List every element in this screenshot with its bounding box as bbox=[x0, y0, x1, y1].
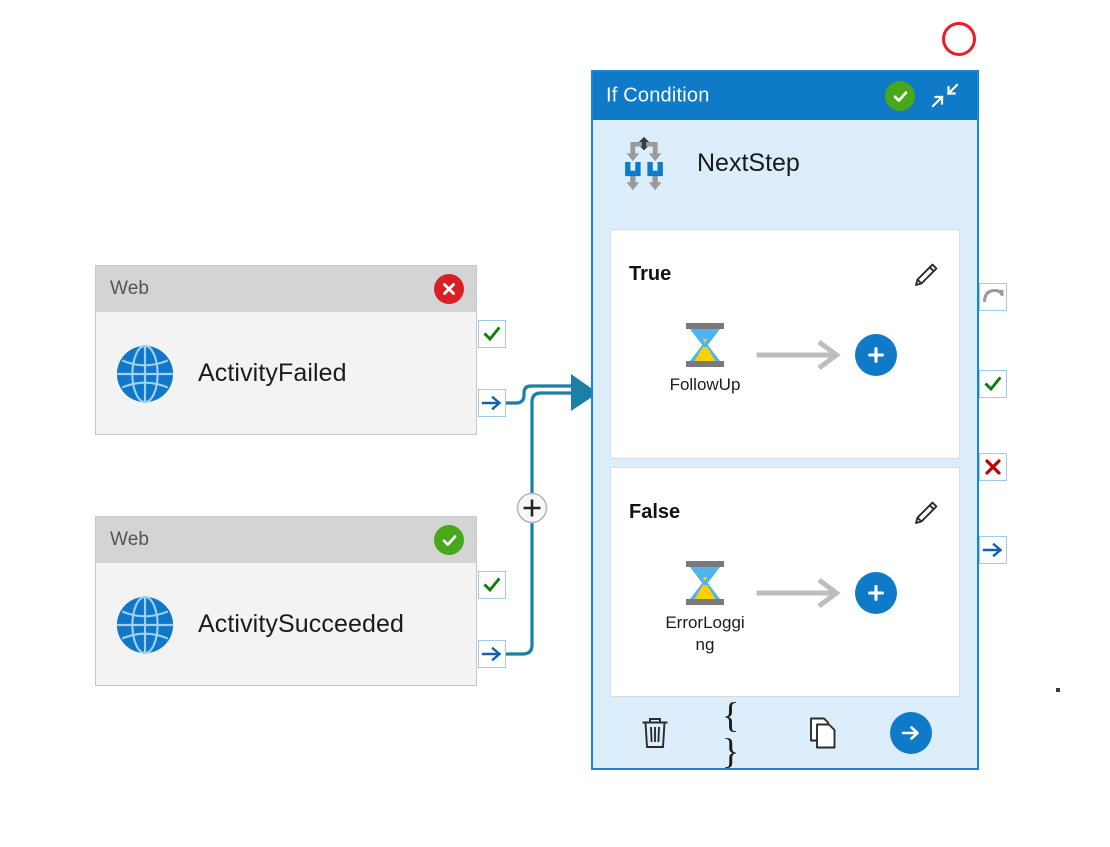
link-add-node[interactable] bbox=[516, 492, 548, 524]
plus-icon bbox=[516, 492, 548, 524]
activity-card-body: ActivityFailed bbox=[96, 312, 476, 435]
activity-failed-completion-handle[interactable] bbox=[478, 389, 506, 417]
red-circle-marker bbox=[942, 22, 976, 56]
if-condition-toolbar: { } bbox=[593, 697, 977, 769]
copy-icon bbox=[810, 717, 836, 749]
plus-icon bbox=[868, 585, 884, 601]
globe-icon bbox=[116, 344, 174, 403]
branch-label: False bbox=[629, 501, 681, 523]
arrow-right-circle-icon bbox=[901, 726, 919, 740]
branch-step-label: ErrorLogging bbox=[665, 613, 745, 654]
blue-arrow-icon bbox=[481, 646, 502, 662]
long-arrow-icon bbox=[756, 578, 841, 608]
branch-label: True bbox=[629, 263, 672, 285]
activity-card-activity-failed[interactable]: Web ActivityFailed bbox=[95, 265, 477, 435]
collapse-arrows-icon bbox=[931, 83, 959, 108]
if-condition-branch-icon bbox=[625, 136, 663, 191]
error-badge bbox=[434, 274, 464, 304]
pencil-icon bbox=[915, 263, 938, 286]
curly-braces-icon: { } bbox=[722, 695, 740, 771]
activity-card-body: ActivitySucceeded bbox=[96, 563, 476, 686]
hourglass-icon bbox=[686, 561, 724, 605]
hourglass-icon bbox=[686, 323, 724, 367]
blue-arrow-icon bbox=[982, 542, 1003, 558]
activity-succeeded-completion-handle[interactable] bbox=[478, 640, 506, 668]
cross-icon bbox=[443, 283, 455, 295]
edit-branch-button[interactable] bbox=[911, 498, 941, 528]
code-button[interactable]: { } bbox=[722, 697, 756, 769]
if-condition-activity-name: NextStep bbox=[697, 148, 800, 177]
success-badge bbox=[434, 525, 464, 555]
green-check-icon bbox=[483, 326, 501, 342]
if-condition-panel[interactable]: If Condition bbox=[591, 70, 979, 770]
if-condition-retry-handle[interactable] bbox=[979, 283, 1007, 311]
activity-card-header: Web bbox=[96, 266, 476, 312]
if-condition-success-handle[interactable] bbox=[979, 370, 1007, 398]
long-arrow-icon bbox=[756, 340, 841, 370]
activity-name-label: ActivityFailed bbox=[198, 359, 347, 387]
edit-branch-button[interactable] bbox=[911, 260, 941, 290]
run-button[interactable] bbox=[890, 712, 932, 754]
branch-step[interactable]: ErrorLogging bbox=[655, 560, 755, 656]
if-condition-completion-handle[interactable] bbox=[979, 536, 1007, 564]
branch-step-label: FollowUp bbox=[669, 375, 741, 394]
branch-steps-row: ErrorLogging bbox=[655, 560, 897, 656]
add-step-button[interactable] bbox=[855, 334, 897, 376]
activity-failed-success-handle[interactable] bbox=[478, 320, 506, 348]
duplicate-button[interactable] bbox=[806, 715, 840, 751]
collapse-button[interactable] bbox=[927, 78, 963, 114]
if-condition-failure-handle[interactable] bbox=[979, 453, 1007, 481]
activity-type-label: Web bbox=[110, 278, 150, 299]
globe-icon bbox=[116, 595, 174, 654]
if-condition-title: If Condition bbox=[606, 84, 710, 107]
dot-marker bbox=[1056, 688, 1060, 692]
plus-icon bbox=[868, 347, 884, 363]
retry-arrow-icon bbox=[983, 288, 1004, 303]
red-cross-icon bbox=[985, 459, 1001, 475]
branch-true[interactable]: True bbox=[610, 229, 960, 459]
add-step-button[interactable] bbox=[855, 572, 897, 614]
activity-card-header: Web bbox=[96, 517, 476, 563]
blue-arrow-icon bbox=[481, 395, 502, 411]
branch-false[interactable]: False bbox=[610, 467, 960, 697]
activity-succeeded-success-handle[interactable] bbox=[478, 571, 506, 599]
if-condition-activity-row: NextStep bbox=[593, 120, 977, 206]
green-check-icon bbox=[893, 90, 907, 102]
if-condition-status-badge bbox=[885, 81, 915, 111]
activity-type-label: Web bbox=[110, 529, 150, 550]
branch-steps-row: FollowUp bbox=[655, 322, 897, 396]
green-check-icon bbox=[483, 577, 501, 593]
delete-button[interactable] bbox=[638, 715, 672, 751]
activity-card-activity-succeeded[interactable]: Web ActivitySucceeded bbox=[95, 516, 477, 686]
check-icon bbox=[442, 534, 456, 546]
green-check-icon bbox=[984, 376, 1002, 392]
trash-icon bbox=[642, 718, 668, 748]
if-condition-header: If Condition bbox=[593, 72, 977, 120]
activity-name-label: ActivitySucceeded bbox=[198, 610, 404, 638]
branch-step[interactable]: FollowUp bbox=[655, 322, 755, 396]
pencil-icon bbox=[915, 501, 938, 524]
